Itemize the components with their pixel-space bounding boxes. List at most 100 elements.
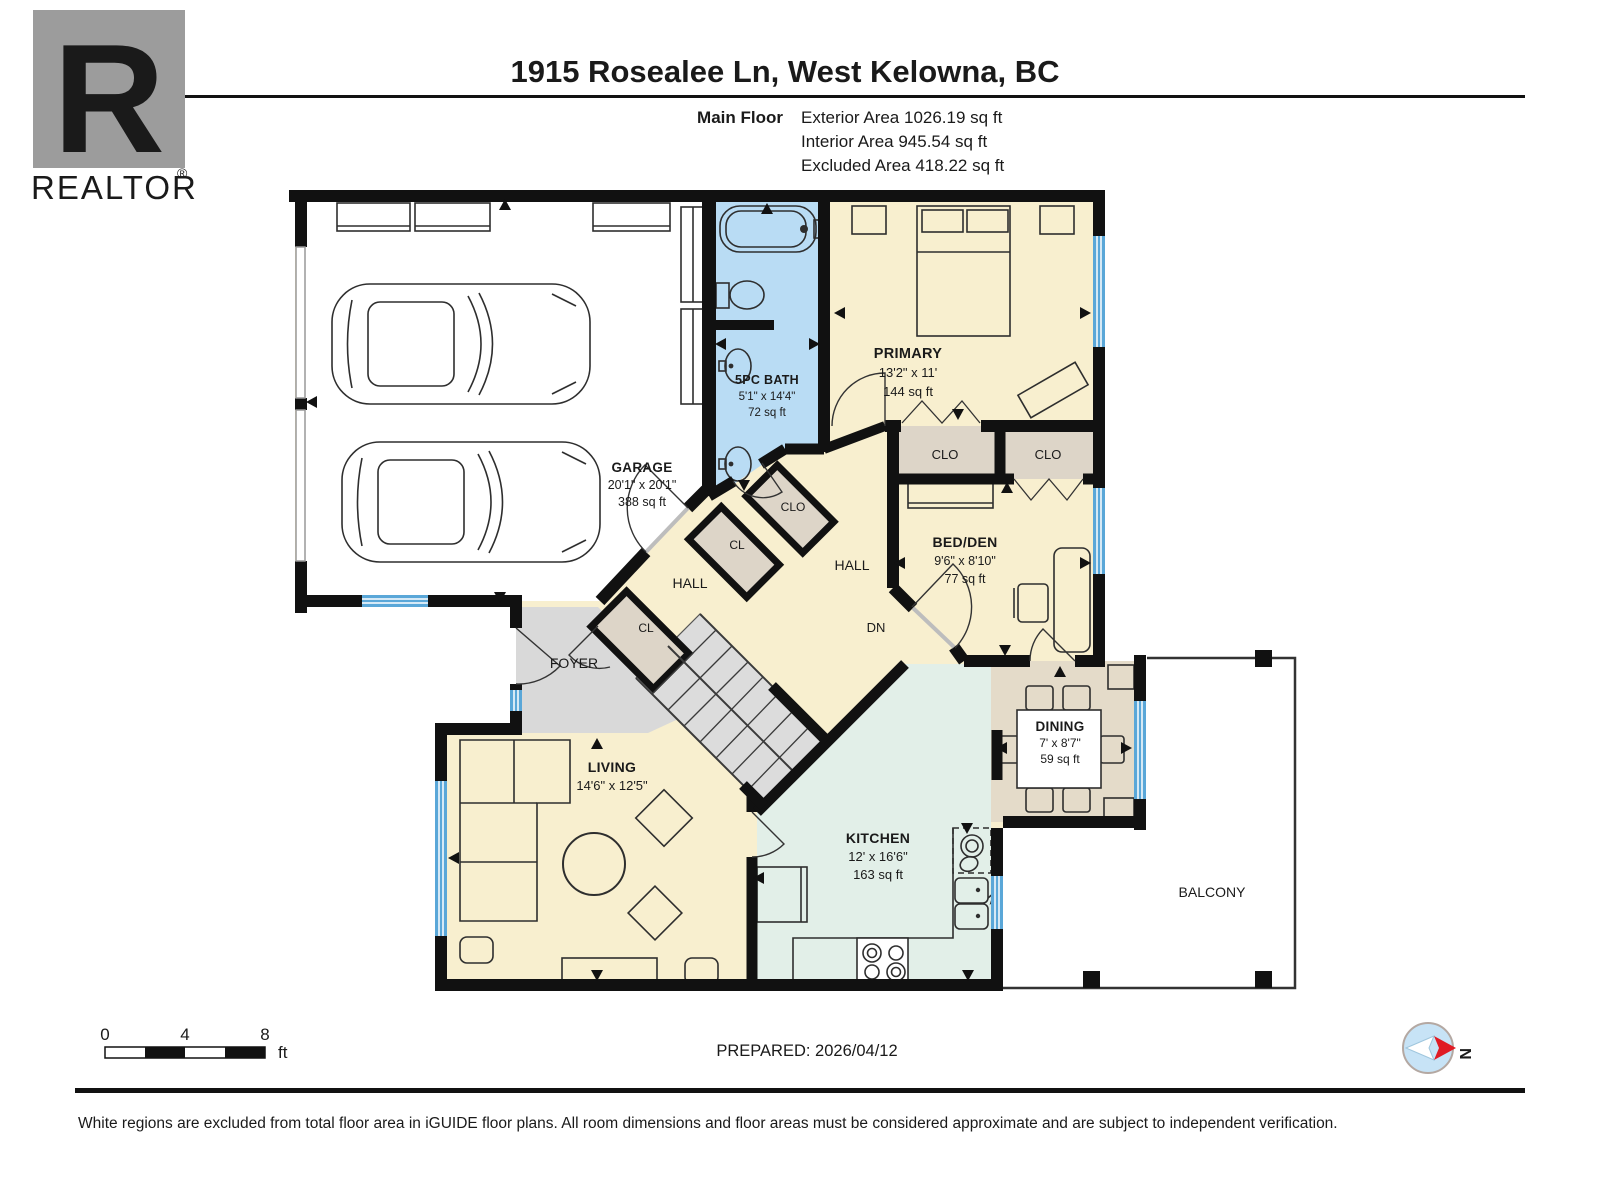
label-kitchen-area: 163 sq ft: [853, 867, 903, 882]
balcony-post: [1083, 971, 1100, 988]
realtor-logo: R REALTOR ®: [31, 10, 198, 206]
window: [510, 690, 522, 711]
room-kitchen-floor: [757, 664, 997, 991]
label-bed-den: BED/DEN: [932, 534, 997, 550]
wall-stairs-sw: [739, 781, 768, 810]
bifold-closet-primary: [901, 400, 981, 424]
wall-stairs-kitchen-diag: [753, 660, 909, 816]
bed-den-furniture: [907, 477, 1091, 653]
label-living: LIVING: [588, 759, 636, 775]
desk: [1053, 547, 1091, 653]
bifold-closet-bed-den: [1013, 478, 1084, 502]
bench: [1016, 361, 1090, 419]
label-garage-area: 388 sq ft: [618, 495, 666, 509]
label-dining: DINING: [1035, 719, 1084, 734]
closet-hall-clo-box: [741, 460, 839, 558]
disclaimer-text: White regions are excluded from total fl…: [78, 1115, 1338, 1132]
label-kitchen-dims: 12' x 16'6": [848, 849, 908, 864]
registered-mark: ®: [177, 165, 188, 181]
double-sink: [954, 877, 998, 930]
label-closet-foyer: CL: [638, 621, 654, 635]
realtor-logo-block: [33, 10, 185, 168]
label-closet-hall-clo: CLO: [781, 500, 806, 514]
label-closet-primary: CLO: [932, 447, 959, 462]
dining-table: [1016, 709, 1102, 789]
prepared-date: PREPARED: 2026/04/12: [716, 1042, 897, 1060]
label-garage: GARAGE: [611, 460, 672, 475]
label-stairs-dn: DN: [867, 620, 886, 635]
closet-bed-den-floor: [1000, 426, 1099, 479]
label-hall-upper: HALL: [834, 557, 869, 573]
doors: [515, 372, 1084, 858]
compass-needle: [1434, 1036, 1456, 1060]
room-labels: GARAGE 20'1" x 20'1" 388 sq ft 5PC BATH …: [550, 346, 1246, 900]
sink: [718, 348, 752, 384]
car: [341, 441, 601, 563]
side-table: [459, 936, 494, 964]
label-closet-hall-cl: CL: [729, 538, 745, 552]
car: [331, 283, 591, 405]
garage-door-swing: [626, 464, 689, 553]
realtor-logo-text: REALTOR: [31, 169, 198, 206]
window: [1093, 488, 1105, 574]
shelf: [414, 202, 491, 232]
closet-hall-cl-box: [683, 501, 785, 603]
bed-den-door-swing: [911, 563, 973, 649]
dining-door-swing: [1029, 628, 1076, 662]
scale-unit: ft: [278, 1043, 288, 1062]
sink: [718, 446, 752, 482]
walls: [289, 190, 1146, 991]
room-bath-floor: [712, 196, 824, 499]
footer-rule: [75, 1088, 1525, 1093]
balcony-outline: [1000, 656, 1297, 990]
label-primary: PRIMARY: [874, 346, 942, 362]
exterior-area: Exterior Area 1026.19 sq ft: [801, 108, 1003, 127]
scale-bar: 0 4 8 ft: [100, 1025, 287, 1062]
label-living-dims: 14'6" x 12'5": [576, 778, 648, 793]
nightstand: [1039, 205, 1075, 235]
garage-door-opening: [295, 246, 306, 399]
garage-door-opening: [295, 409, 306, 562]
primary-furniture: [851, 205, 1090, 419]
window: [1134, 701, 1146, 799]
room-balcony: [1000, 650, 1297, 990]
shelf: [336, 202, 411, 232]
wall-bed-den-west: [887, 420, 969, 665]
window: [991, 876, 1003, 929]
bath-door-swing: [732, 462, 783, 499]
threshold: [911, 606, 956, 649]
label-bath-area: 72 sq ft: [748, 407, 787, 419]
excluded-area: Excluded Area 418.22 sq ft: [801, 156, 1004, 175]
closet-primary-floor: [893, 426, 1000, 479]
front-door-swing: [515, 627, 562, 685]
nightstand: [851, 205, 887, 235]
label-primary-area: 144 sq ft: [883, 384, 933, 399]
compass: N: [1402, 1022, 1473, 1074]
bed: [916, 205, 1011, 337]
page-title: 1915 Rosealee Ln, West Kelowna, BC: [510, 54, 1059, 89]
wall-garage-diag: [595, 485, 711, 606]
closet-foyer-box: [586, 586, 694, 694]
floor-label: Main Floor: [697, 108, 783, 127]
kitchen-door-swing: [751, 811, 785, 858]
coffee-table: [562, 832, 626, 896]
label-kitchen: KITCHEN: [846, 830, 910, 846]
room-foyer-floor: [516, 607, 700, 733]
garage-furniture: [331, 202, 707, 563]
label-hall-lower: HALL: [672, 575, 707, 591]
scale-tick-4: 4: [180, 1025, 189, 1044]
label-garage-dims: 20'1" x 20'1": [608, 478, 677, 492]
label-bed-den-dims: 9'6" x 8'10": [934, 554, 996, 568]
header: 1915 Rosealee Ln, West Kelowna, BC Main …: [75, 54, 1525, 175]
scale-tick-0: 0: [100, 1025, 109, 1044]
accent-chair: [626, 884, 684, 942]
shelf: [592, 202, 671, 232]
label-foyer: FOYER: [550, 655, 598, 671]
compass-tail: [1404, 1035, 1435, 1061]
wall-bath-diag: [706, 443, 824, 501]
desk-chair: [1017, 583, 1049, 623]
compass-north-label: N: [1456, 1048, 1473, 1060]
stove: [856, 937, 909, 986]
window: [362, 595, 428, 607]
